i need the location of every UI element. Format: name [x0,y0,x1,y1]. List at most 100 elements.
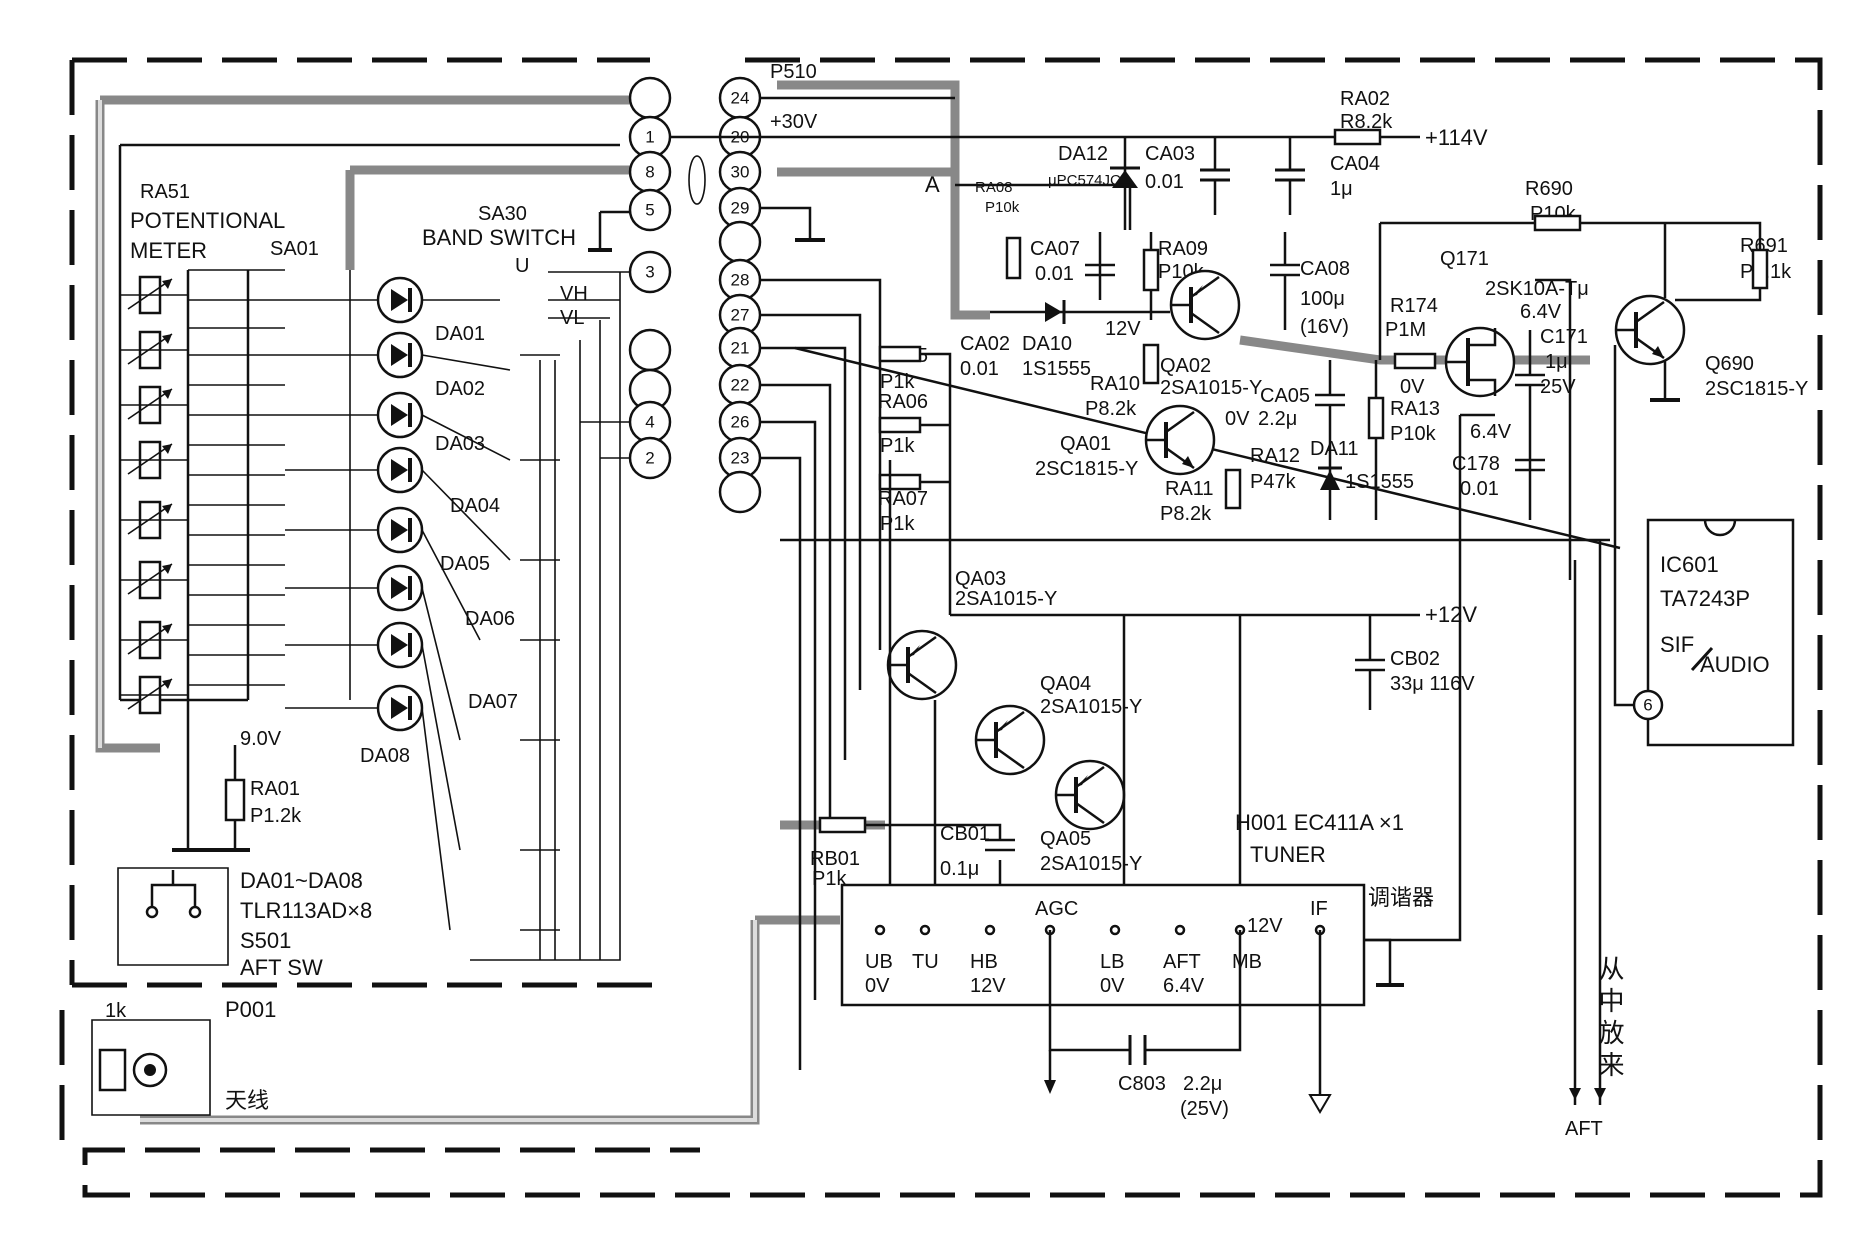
led-da01 [376,276,424,324]
svg-text:TA7243P: TA7243P [1660,586,1750,611]
svg-text:8: 8 [645,163,654,182]
svg-text:P1M: P1M [1385,319,1426,341]
svg-text:23: 23 [731,449,750,468]
svg-text:SA30: SA30 [478,203,527,225]
led-column: DA01 DA02 DA03 DA04 DA05 DA06 DA07 DA08 [285,270,518,931]
svg-text:RA11: RA11 [1165,478,1214,500]
svg-text:天线: 天线 [225,1088,269,1113]
svg-text:CB01: CB01 [940,823,990,845]
svg-text:POTENTIONAL: POTENTIONAL [130,208,285,233]
aft-amplifier: R690 P10k Q171 2SK10A-Tμ 6.4V R174 P1M 0… [780,178,1808,1105]
svg-text:RA51: RA51 [140,181,190,203]
svg-text:SA01: SA01 [270,238,319,260]
svg-text:Q171: Q171 [1440,248,1489,270]
svg-text:U: U [515,255,529,277]
svg-text:IF: IF [1310,898,1328,920]
svg-text:12V: 12V [1105,318,1141,340]
svg-text:RA08: RA08 [975,179,1013,196]
svg-text:CB02: CB02 [1390,648,1440,670]
svg-text:0V: 0V [1400,376,1425,398]
svg-text:12V: 12V [970,975,1006,997]
svg-text:CA04: CA04 [1330,153,1380,175]
svg-text:21: 21 [731,339,750,358]
connector-wiring [670,96,1621,1070]
svg-text:CA03: CA03 [1145,143,1195,165]
svg-text:RA10: RA10 [1090,373,1140,395]
svg-text:C178: C178 [1452,453,1500,475]
svg-text:+12V: +12V [1425,602,1477,627]
tuner-module: H001 EC411A ×1 TUNER 调谐器 UB 0V TU HB 12V… [840,810,1434,1120]
supply-section: RA02 R8.2k +114V DA12 μPC574JC CA03 0.01… [925,88,1488,230]
svg-text:1S1555: 1S1555 [1345,471,1414,493]
svg-text:2.2μ: 2.2μ [1258,408,1297,430]
svg-text:24: 24 [731,89,750,108]
svg-text:BAND SWITCH: BAND SWITCH [422,225,576,250]
svg-text:AUDIO: AUDIO [1700,652,1770,677]
svg-text:P47k: P47k [1250,471,1297,493]
svg-text:QA02: QA02 [1160,355,1211,377]
svg-text:RA09: RA09 [1158,238,1208,260]
svg-text:RA07: RA07 [878,488,928,510]
led-da06 [376,564,424,612]
svg-text:P1.2k: P1.2k [250,805,302,827]
qa02-transistor [1169,269,1241,341]
qa01-transistor [1144,404,1216,476]
svg-text:0.01: 0.01 [1460,478,1499,500]
potentiometer-bank: RA51 POTENTIONAL METER SA01 9.0V RA01 P1… [118,143,620,852]
svg-text:Q690: Q690 [1705,353,1754,375]
svg-text:RA01: RA01 [250,778,300,800]
svg-text:RA13: RA13 [1390,398,1440,420]
svg-text:30: 30 [731,163,750,182]
svg-text:22: 22 [731,376,750,395]
band-switch: SA30 BAND SWITCH U VH VL [422,203,630,961]
svg-text:μPC574JC: μPC574JC [1048,172,1121,189]
svg-text:2SA1015-Y: 2SA1015-Y [1040,696,1142,718]
svg-text:0V: 0V [1225,408,1250,430]
connector-p510: 1 8 5 3 4 2 24 20 30 29 28 27 21 22 26 2… [628,61,818,514]
svg-text:6: 6 [1643,696,1652,715]
svg-text:3: 3 [645,263,654,282]
svg-text:0V: 0V [865,975,890,997]
svg-text:RA02: RA02 [1340,88,1390,110]
svg-text:6.4V: 6.4V [1520,301,1562,323]
led-da02 [376,331,424,379]
svg-text:(16V): (16V) [1300,316,1349,338]
svg-text:AFT: AFT [1163,951,1201,973]
svg-text:QA05: QA05 [1040,828,1091,850]
svg-text:2SC1815-Y: 2SC1815-Y [1035,458,1138,480]
svg-text:12V: 12V [1247,915,1283,937]
qa04-transistor [974,704,1046,776]
svg-text:METER: METER [130,238,207,263]
svg-text:DA03: DA03 [435,433,485,455]
svg-text:2SA1015-Y: 2SA1015-Y [1160,377,1262,399]
svg-text:A: A [925,172,940,197]
svg-text:从中放来: 从中放来 [1595,955,1625,1083]
svg-text:2SA1015-Y: 2SA1015-Y [955,588,1057,610]
svg-text:DA08: DA08 [360,745,410,767]
svg-text:AFT SW: AFT SW [240,955,323,980]
svg-text:0.1μ: 0.1μ [940,858,979,880]
svg-text:(25V): (25V) [1180,1098,1229,1120]
svg-text:25V: 25V [1540,376,1576,398]
svg-text:DA01: DA01 [435,323,485,345]
svg-text:R174: R174 [1390,295,1438,317]
svg-text:DA07: DA07 [468,691,518,713]
svg-text:C803: C803 [1118,1073,1166,1095]
svg-text:P8.2k: P8.2k [1085,398,1137,420]
led-da08 [376,684,424,732]
svg-text:RB01: RB01 [810,848,860,870]
from-if-note: 从中放来 AFT [1565,955,1625,1140]
svg-text:CA07: CA07 [1030,238,1080,260]
svg-text:C171: C171 [1540,326,1588,348]
svg-text:33μ 116V: 33μ 116V [1390,673,1475,695]
svg-text:2SC1815-Y: 2SC1815-Y [1705,378,1808,400]
svg-text:2SK10A-Tμ: 2SK10A-Tμ [1485,278,1589,300]
svg-text:6.4V: 6.4V [1470,421,1512,443]
svg-text:P10k: P10k [985,199,1020,216]
led-da04 [376,446,424,494]
led-da03 [376,391,424,439]
svg-text:VH: VH [560,283,588,305]
svg-text:QA03: QA03 [955,568,1006,590]
svg-text:100μ: 100μ [1300,288,1345,310]
